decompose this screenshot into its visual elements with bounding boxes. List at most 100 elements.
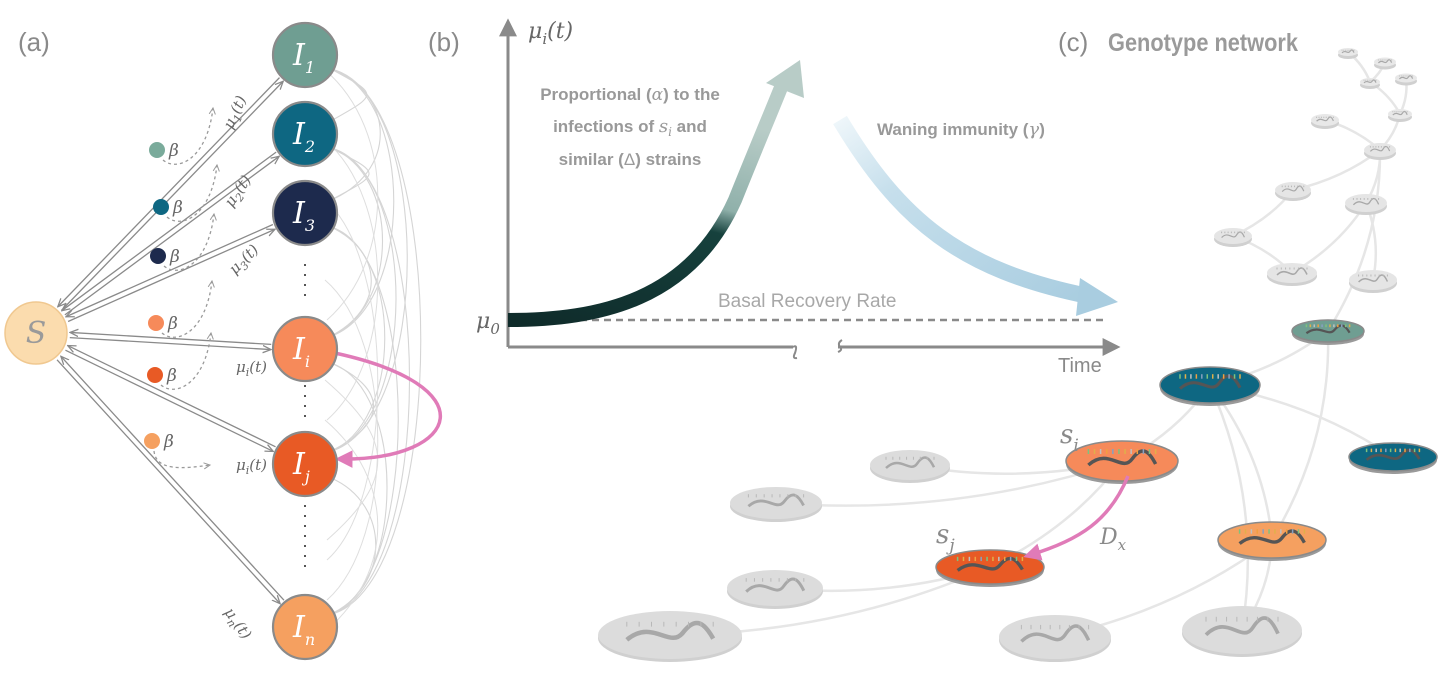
genotype-disc	[1395, 73, 1417, 86]
infected-node-label: I3	[292, 196, 315, 235]
interaction-curve	[328, 68, 395, 338]
interaction-curve	[328, 68, 422, 616]
beta-label: β	[168, 141, 179, 161]
panel-b-label: (b)	[428, 27, 460, 57]
beta-infection-arrow	[160, 333, 211, 390]
interaction-curve	[324, 279, 379, 601]
beta-dot	[148, 315, 164, 331]
recovery-rate-label: μ2(t)	[221, 172, 258, 212]
infection-recovery-arrows	[56, 77, 285, 604]
genotype-network-title: Genotype network	[1108, 29, 1298, 57]
recovery-arrow	[70, 332, 272, 346]
genotype-disc	[1364, 143, 1396, 160]
recovery-rate-label: μ1(t)	[219, 93, 253, 133]
source-node: S	[4, 301, 68, 365]
infection-arrow	[69, 336, 271, 350]
recovery-arrow	[62, 151, 277, 311]
interaction-curve	[324, 139, 379, 421]
beta-infection-markers: β β β β β β	[144, 108, 217, 468]
genotype-disc	[1348, 442, 1438, 474]
rising-curve-arrowhead	[766, 60, 804, 98]
infected-node: I1	[271, 21, 339, 89]
beta-label: β	[166, 366, 177, 386]
infected-node-label: Ij	[292, 447, 310, 486]
infected-node-label: I1	[292, 38, 315, 77]
x-axis-break-left	[792, 345, 798, 360]
infection-arrow	[67, 229, 275, 323]
y-axis-label: μi(t)	[528, 19, 573, 48]
genotype-disc	[1345, 194, 1387, 215]
interaction-curve	[324, 379, 379, 541]
interaction-curve	[328, 147, 397, 453]
proportional-text-line3: similar (Δ) strains	[559, 150, 702, 169]
genotype-disc	[730, 487, 822, 522]
recovery-rate-label: μn(t)	[218, 604, 255, 644]
waning-immunity-curve	[833, 115, 1090, 304]
proportional-text-line2: infections of si and	[553, 116, 707, 139]
proportional-text-line1: Proportional (α) to the	[540, 85, 720, 105]
basal-rate-symbol: μ0	[476, 309, 500, 338]
genotype-disc	[1360, 78, 1380, 89]
genotype-disc	[935, 549, 1045, 587]
genotype-disc	[1267, 263, 1317, 286]
genotype-disc	[1065, 440, 1179, 484]
beta-dot	[153, 199, 169, 215]
strain-si-label: si	[1060, 420, 1079, 456]
waning-immunity-text: Waning immunity (γ)	[877, 119, 1045, 140]
interaction-curve	[328, 226, 386, 453]
recovery-rate-label: μ3(t)	[225, 241, 264, 280]
source-node-label: S	[26, 316, 47, 351]
genotype-disc	[999, 615, 1111, 662]
interaction-curve	[324, 69, 379, 321]
rising-recovery-curve	[507, 82, 789, 327]
recovery-arrow	[66, 223, 274, 316]
node-interaction-lines	[324, 68, 422, 631]
beta-dot	[144, 433, 160, 449]
recovery-rate-label: μi(t)	[236, 456, 267, 477]
panel-a-label: (a)	[18, 27, 50, 57]
infected-node: In	[271, 593, 339, 661]
mutation-arrow-i-to-j	[329, 350, 442, 468]
genotype-disc	[598, 611, 742, 662]
beta-infection-arrow	[162, 108, 213, 165]
genotype-disc	[1291, 319, 1365, 345]
beta-label: β	[172, 198, 183, 218]
interaction-curve	[328, 147, 370, 202]
waning-curve-arrowhead	[1076, 278, 1118, 316]
genotype-disc	[1388, 109, 1412, 122]
recovery-rate-labels: μ1(t) μ2(t) μ3(t) μi(t) μi(t) μn(t)	[218, 93, 267, 644]
genotype-disc	[1338, 48, 1358, 59]
genotype-disc	[1349, 270, 1397, 293]
beta-infection-arrow	[166, 165, 217, 222]
infection-arrow	[56, 359, 280, 604]
genotype-edge	[1208, 384, 1250, 631]
infection-arrow	[65, 349, 273, 451]
genotype-disc	[1217, 521, 1327, 561]
genotype-disc	[1275, 182, 1311, 201]
infected-node: I3	[271, 179, 339, 247]
beta-infection-arrow	[163, 214, 214, 271]
genotype-edge	[1326, 149, 1382, 332]
beta-label: β	[169, 247, 180, 267]
beta-dot	[150, 248, 166, 264]
genotype-disc	[1311, 114, 1339, 129]
interaction-curve	[324, 419, 379, 631]
beta-infection-arrow	[153, 450, 210, 468]
infected-node: Ij	[271, 430, 339, 498]
genotype-mutation-arrow	[1023, 475, 1130, 561]
infected-node: Ii	[271, 315, 339, 383]
infected-node-label: In	[292, 610, 315, 649]
beta-label: β	[163, 432, 174, 452]
recovery-rate-label: μi(t)	[236, 358, 267, 379]
interaction-curve	[328, 477, 377, 616]
beta-dot	[149, 142, 165, 158]
panel-c-label: (c)	[1058, 27, 1088, 57]
infection-arrow	[64, 156, 279, 316]
genotype-disc	[1159, 366, 1261, 406]
basal-recovery-label: Basal Recovery Rate	[718, 291, 896, 312]
beta-label: β	[167, 314, 178, 334]
beta-infection-arrow	[161, 281, 212, 338]
beta-dot	[147, 367, 163, 383]
interaction-curve	[328, 226, 372, 338]
